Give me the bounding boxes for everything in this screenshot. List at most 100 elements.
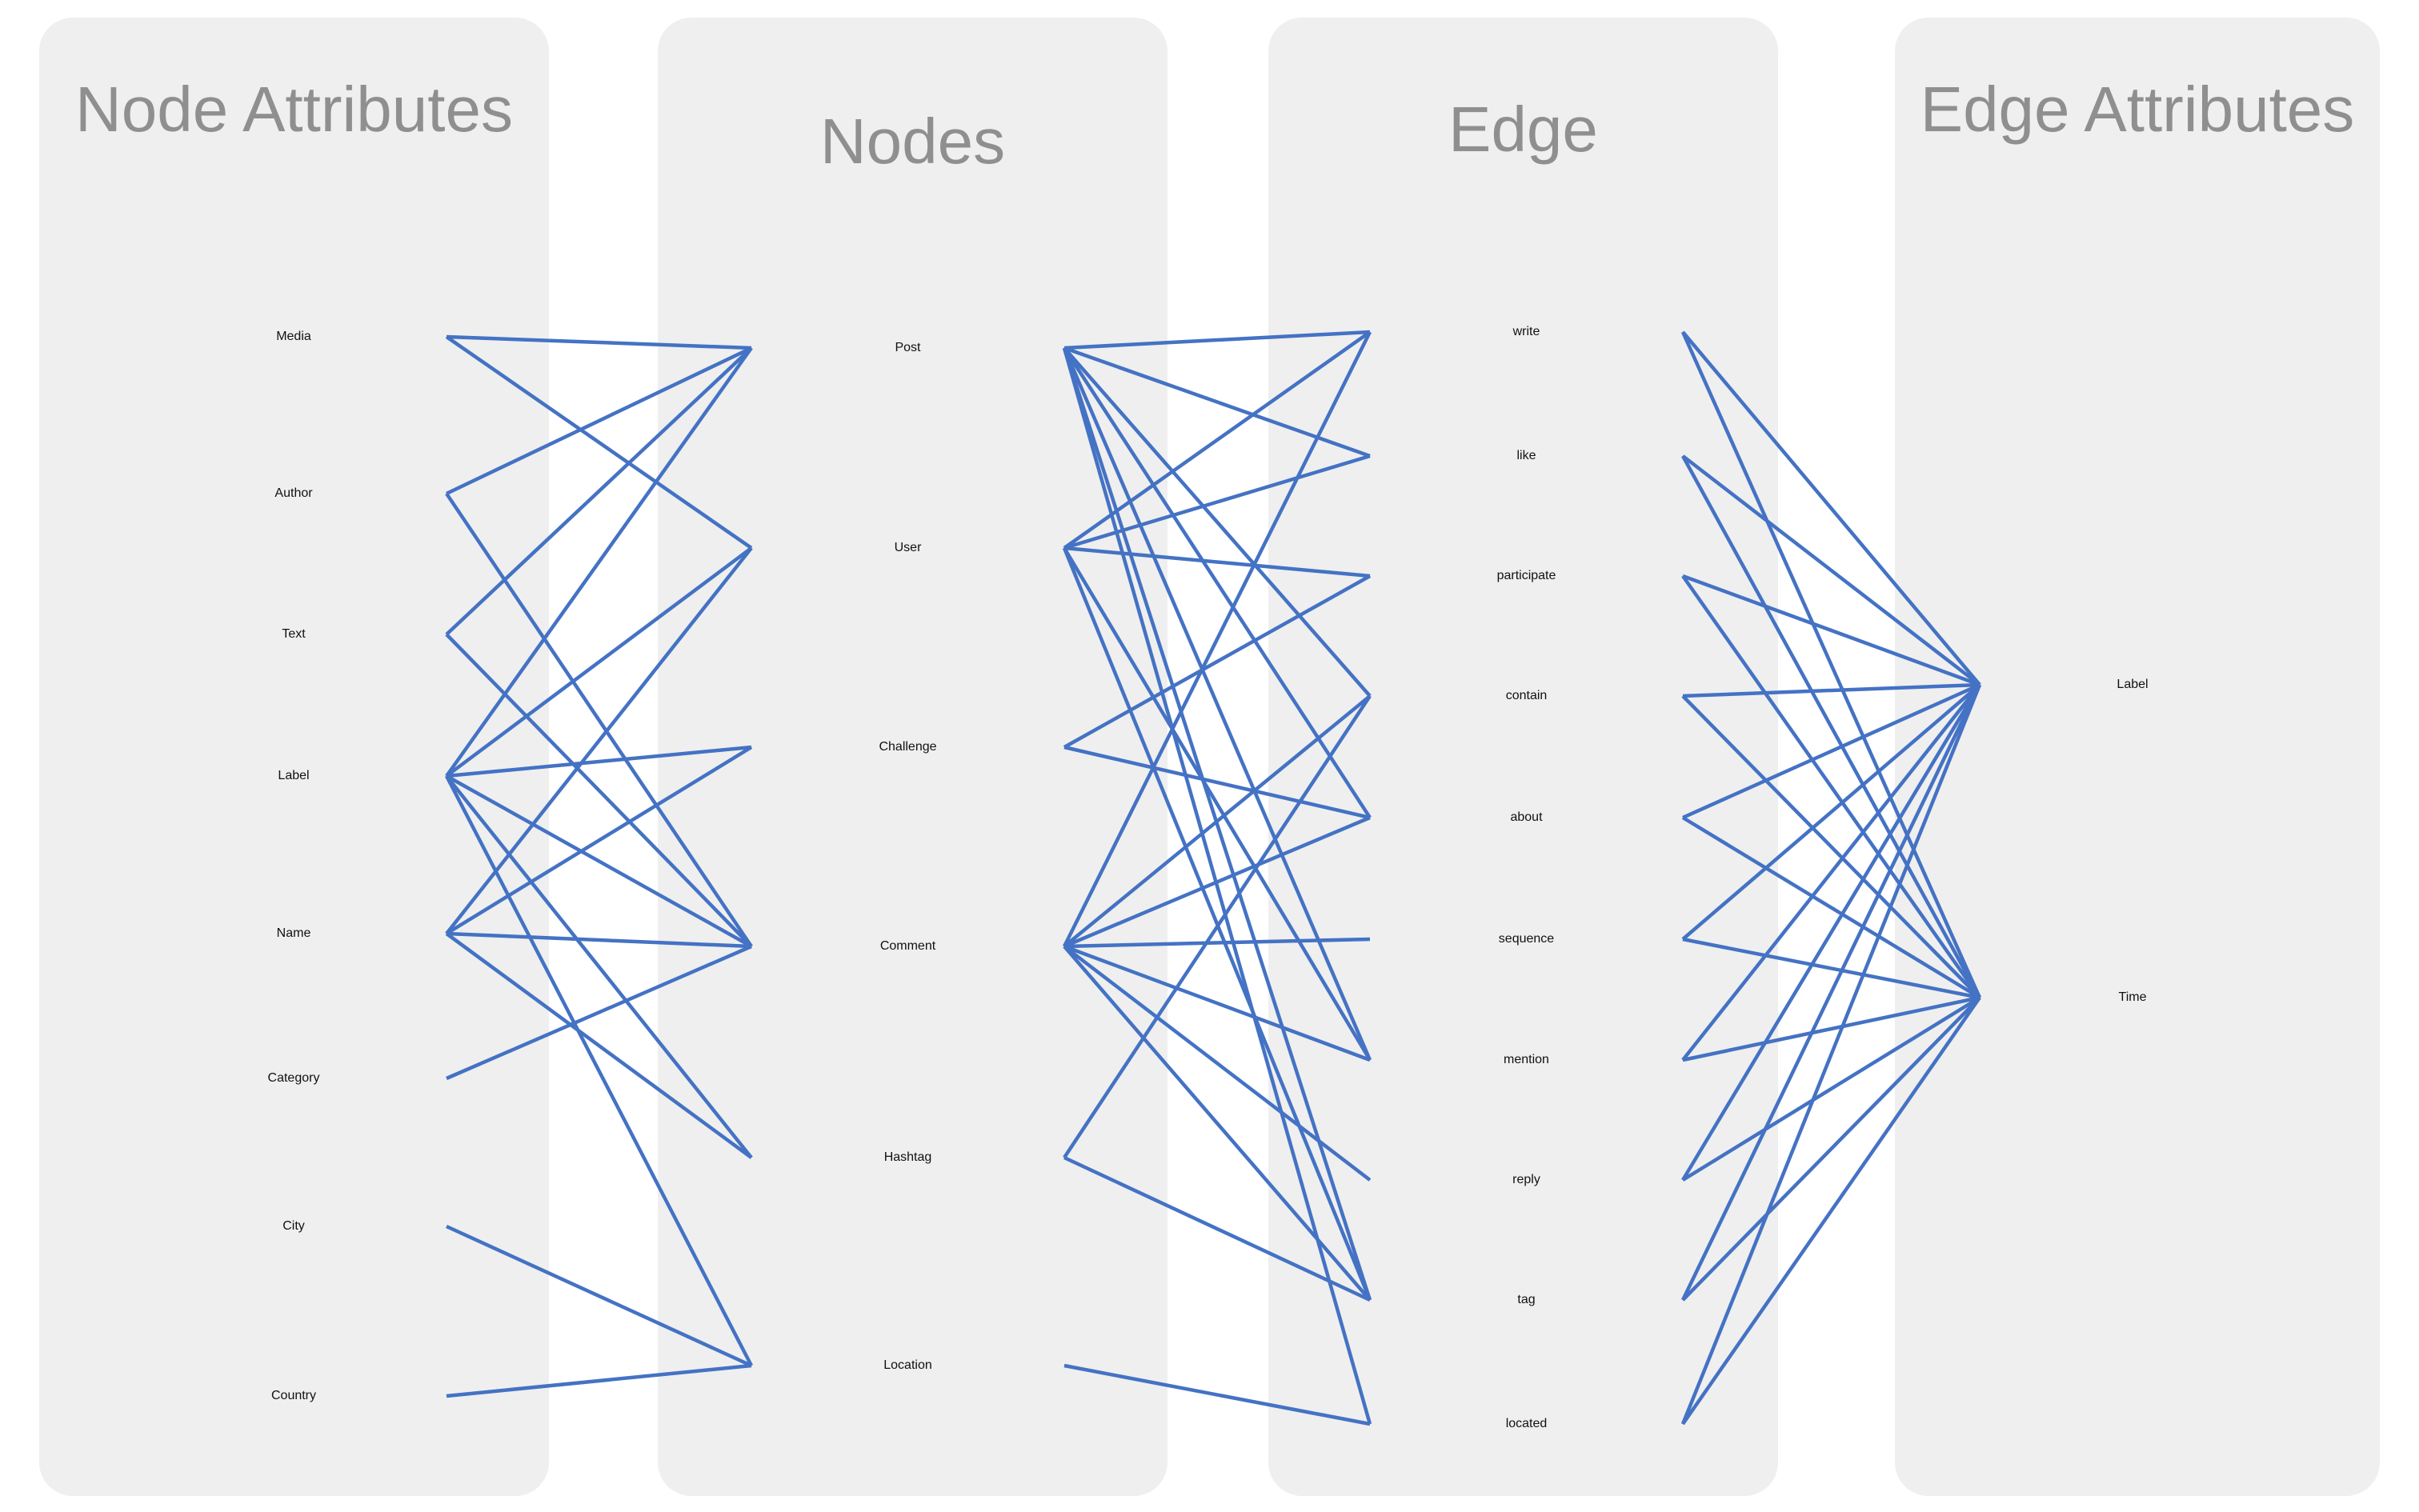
panel-nodes: Nodes: [658, 18, 1167, 1496]
connector-comment-tag: [1063, 945, 1372, 1302]
nodes-box-label-post: Post: [895, 341, 921, 354]
nodes-box-label-challenge: Challenge: [879, 740, 937, 754]
edge_attributes-box-elabel: Label: [1980, 610, 2285, 759]
connector-post-contain: [1063, 346, 1372, 698]
connector-located-elabel: [1680, 684, 1982, 1425]
nodes-box-label-hashtag: Hashtag: [883, 1150, 932, 1164]
nodes-box-label-comment: Comment: [879, 939, 936, 953]
connector-located-time: [1681, 996, 1981, 1426]
connector-text-comment: [445, 633, 753, 948]
connector-author-post: [446, 346, 752, 496]
connector-hashtag-tag: [1063, 1155, 1371, 1302]
connector-post-mention: [1062, 347, 1372, 1061]
panel-header-node_attributes: Node Attributes: [75, 74, 513, 145]
connector-reply-time: [1681, 996, 1981, 1182]
edges-box-participate: participate: [1370, 534, 1683, 618]
connector-about-time: [1681, 816, 1981, 999]
edges-box-reply: reply: [1370, 1138, 1683, 1222]
node_attributes-box-author: Author: [141, 452, 447, 535]
edges-box-label-reply: reply: [1512, 1173, 1540, 1186]
edges-box-label-contain: contain: [1505, 689, 1548, 702]
connector-label-user: [445, 546, 753, 778]
node_attributes-box-label-label: Label: [278, 769, 310, 782]
node_attributes-box-text: Text: [141, 593, 447, 676]
nodes-box-label-location: Location: [883, 1358, 932, 1372]
connector-hashtag-contain: [1063, 694, 1372, 1159]
node_attributes-box-country: Country: [141, 1354, 447, 1438]
connector-like-time: [1681, 454, 1981, 999]
node_attributes-box-label-name: Name: [276, 926, 311, 940]
edges-box-contain: contain: [1370, 654, 1683, 738]
connector-reply-elabel: [1681, 683, 1981, 1182]
nodes-box-hashtag: Hashtag: [751, 1083, 1064, 1232]
connector-mention-time: [1682, 995, 1980, 1062]
connector-name-challenge: [445, 746, 753, 935]
edges-box-label-like: like: [1516, 449, 1536, 462]
connector-tag-elabel: [1680, 684, 1982, 1301]
connector-label-challenge: [446, 745, 752, 778]
connector-label-location: [445, 774, 753, 1367]
connector-post-tag: [1062, 347, 1372, 1301]
connector-comment-write: [1062, 330, 1372, 948]
edge_attributes-box-label-time: Time: [2118, 990, 2147, 1004]
node_attributes-box-label-category: Category: [267, 1071, 320, 1085]
connector-sequence-time: [1682, 937, 1980, 1000]
connector-location-located: [1063, 1363, 1371, 1426]
connector-user-write: [1063, 330, 1372, 550]
edges-box-label-tag: tag: [1517, 1293, 1536, 1306]
connector-name-user: [445, 546, 753, 935]
edges-box-label-sequence: sequence: [1498, 932, 1555, 946]
connector-contain-time: [1681, 694, 1981, 999]
connector-user-mention: [1063, 546, 1372, 1062]
connector-comment-mention: [1063, 944, 1371, 1062]
connector-label-hashtag: [445, 774, 753, 1159]
edges-box-write: write: [1370, 290, 1683, 374]
connector-name-hashtag: [445, 932, 753, 1159]
edges-box-label-write: write: [1512, 325, 1540, 338]
connector-author-comment: [445, 492, 753, 948]
connector-text-post: [445, 346, 753, 636]
panel-node_attributes: Node Attributes: [39, 18, 549, 1496]
node_attributes-box-label: Label: [141, 734, 447, 818]
connector-challenge-about: [1063, 745, 1371, 820]
node_attributes-box-category: Category: [141, 1037, 447, 1120]
connector-label-comment: [445, 774, 753, 948]
node_attributes-box-label-text: Text: [282, 627, 306, 641]
nodes-box-challenge: Challenge: [751, 673, 1064, 822]
node_attributes-box-city: City: [141, 1185, 447, 1268]
connector-post-located: [1062, 347, 1372, 1425]
edges-box-located: located: [1370, 1382, 1683, 1466]
edges-box-label-about: about: [1510, 810, 1543, 824]
connector-country-location: [446, 1363, 752, 1398]
edges-box-about: about: [1370, 775, 1683, 860]
connector-participate-elabel: [1682, 574, 1980, 687]
panel-header-edges: Edge: [1448, 94, 1598, 165]
nodes-box-comment: Comment: [751, 872, 1064, 1021]
connector-contain-elabel: [1682, 682, 1980, 698]
nodes-box-label-user: User: [894, 541, 922, 554]
nodes-box-post: Post: [751, 274, 1064, 422]
connector-comment-sequence: [1063, 937, 1371, 949]
connector-about-elabel: [1682, 682, 1980, 820]
connector-comment-about: [1063, 815, 1371, 949]
node_attributes-box-name: Name: [141, 892, 447, 975]
connector-media-post: [446, 334, 752, 350]
connector-write-time: [1680, 331, 1982, 998]
panel-header-nodes: Nodes: [819, 106, 1006, 177]
connector-label-post: [445, 346, 753, 778]
connector-like-elabel: [1681, 454, 1981, 686]
connector-media-user: [445, 335, 753, 550]
connector-user-participate: [1063, 546, 1371, 578]
panel-header-edge_attributes: Edge Attributes: [1920, 74, 2355, 145]
connector-post-write: [1063, 330, 1371, 350]
connector-challenge-participate: [1063, 574, 1372, 749]
connector-write-elabel: [1681, 330, 1981, 686]
edges-box-label-participate: participate: [1496, 569, 1556, 582]
edges-box-label-located: located: [1505, 1417, 1548, 1430]
nodes-box-location: Location: [751, 1291, 1064, 1440]
edge_attributes-box-label-elabel: Label: [2117, 678, 2149, 691]
connector-post-about: [1063, 346, 1372, 819]
connector-name-comment: [446, 931, 752, 949]
node_attributes-box-label-author: Author: [274, 486, 313, 500]
